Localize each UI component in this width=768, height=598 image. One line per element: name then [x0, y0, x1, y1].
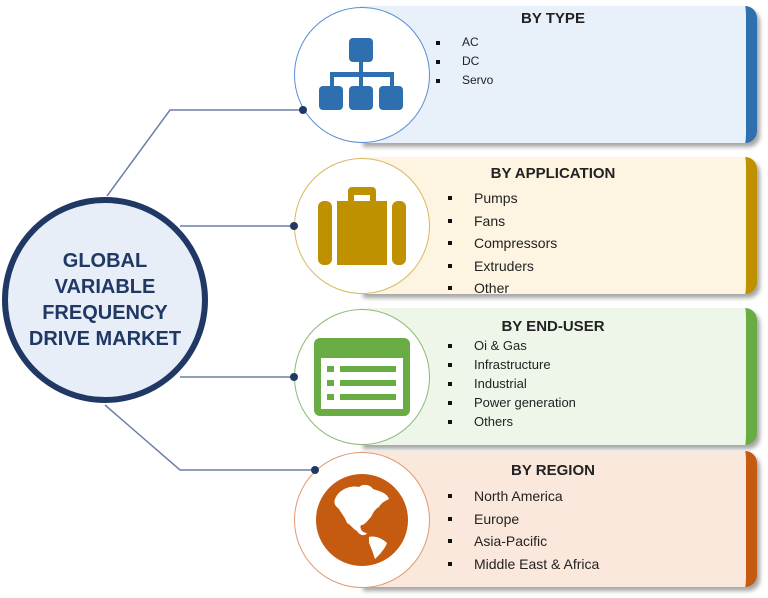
connector-dot: [299, 106, 307, 114]
list-item: Other: [446, 277, 557, 300]
market-title: GLOBAL VARIABLE FREQUENCY DRIVE MARKET: [28, 250, 182, 350]
panel-heading: BY END-USER: [501, 318, 605, 335]
briefcase-icon: [318, 187, 406, 265]
market-title-circle: GLOBAL VARIABLE FREQUENCY DRIVE MARKET: [2, 197, 208, 403]
connector-type: [106, 109, 303, 197]
panel-heading: BY TYPE: [521, 10, 585, 27]
list-item: North America: [446, 485, 599, 508]
list-item: DC: [434, 52, 493, 71]
connector-dot: [290, 222, 298, 230]
list-item: Oi & Gas: [446, 336, 576, 355]
list-item: Europe: [446, 508, 599, 531]
type-list: AC DC Servo: [434, 33, 493, 90]
globe-icon: [316, 474, 408, 566]
application-icon-circle: [294, 158, 430, 294]
type-icon-circle: [294, 7, 430, 143]
end-user-icon-circle: [294, 309, 430, 445]
list-item: AC: [434, 33, 493, 52]
connector-dot: [311, 466, 319, 474]
list-item: Infrastructure: [446, 355, 576, 374]
panel-heading: BY APPLICATION: [490, 165, 616, 182]
region-list: North America Europe Asia-Pacific Middle…: [446, 485, 599, 575]
list-item: Servo: [434, 71, 493, 90]
region-icon-circle: [294, 452, 430, 588]
list-item: Fans: [446, 210, 557, 233]
hierarchy-icon: [319, 38, 403, 110]
list-item: Pumps: [446, 187, 557, 210]
list-item: Extruders: [446, 255, 557, 278]
list-item: Middle East & Africa: [446, 553, 599, 576]
list-window-icon: [314, 338, 410, 416]
application-list: Pumps Fans Compressors Extruders Other: [446, 187, 557, 300]
connector-dot: [290, 373, 298, 381]
list-item: Asia-Pacific: [446, 530, 599, 553]
list-item: Others: [446, 412, 576, 431]
list-item: Power generation: [446, 393, 576, 412]
end-user-list: Oi & Gas Infrastructure Industrial Power…: [446, 336, 576, 431]
list-item: Compressors: [446, 232, 557, 255]
panel-heading: BY REGION: [511, 462, 595, 479]
connector-region: [104, 404, 315, 471]
list-item: Industrial: [446, 374, 576, 393]
